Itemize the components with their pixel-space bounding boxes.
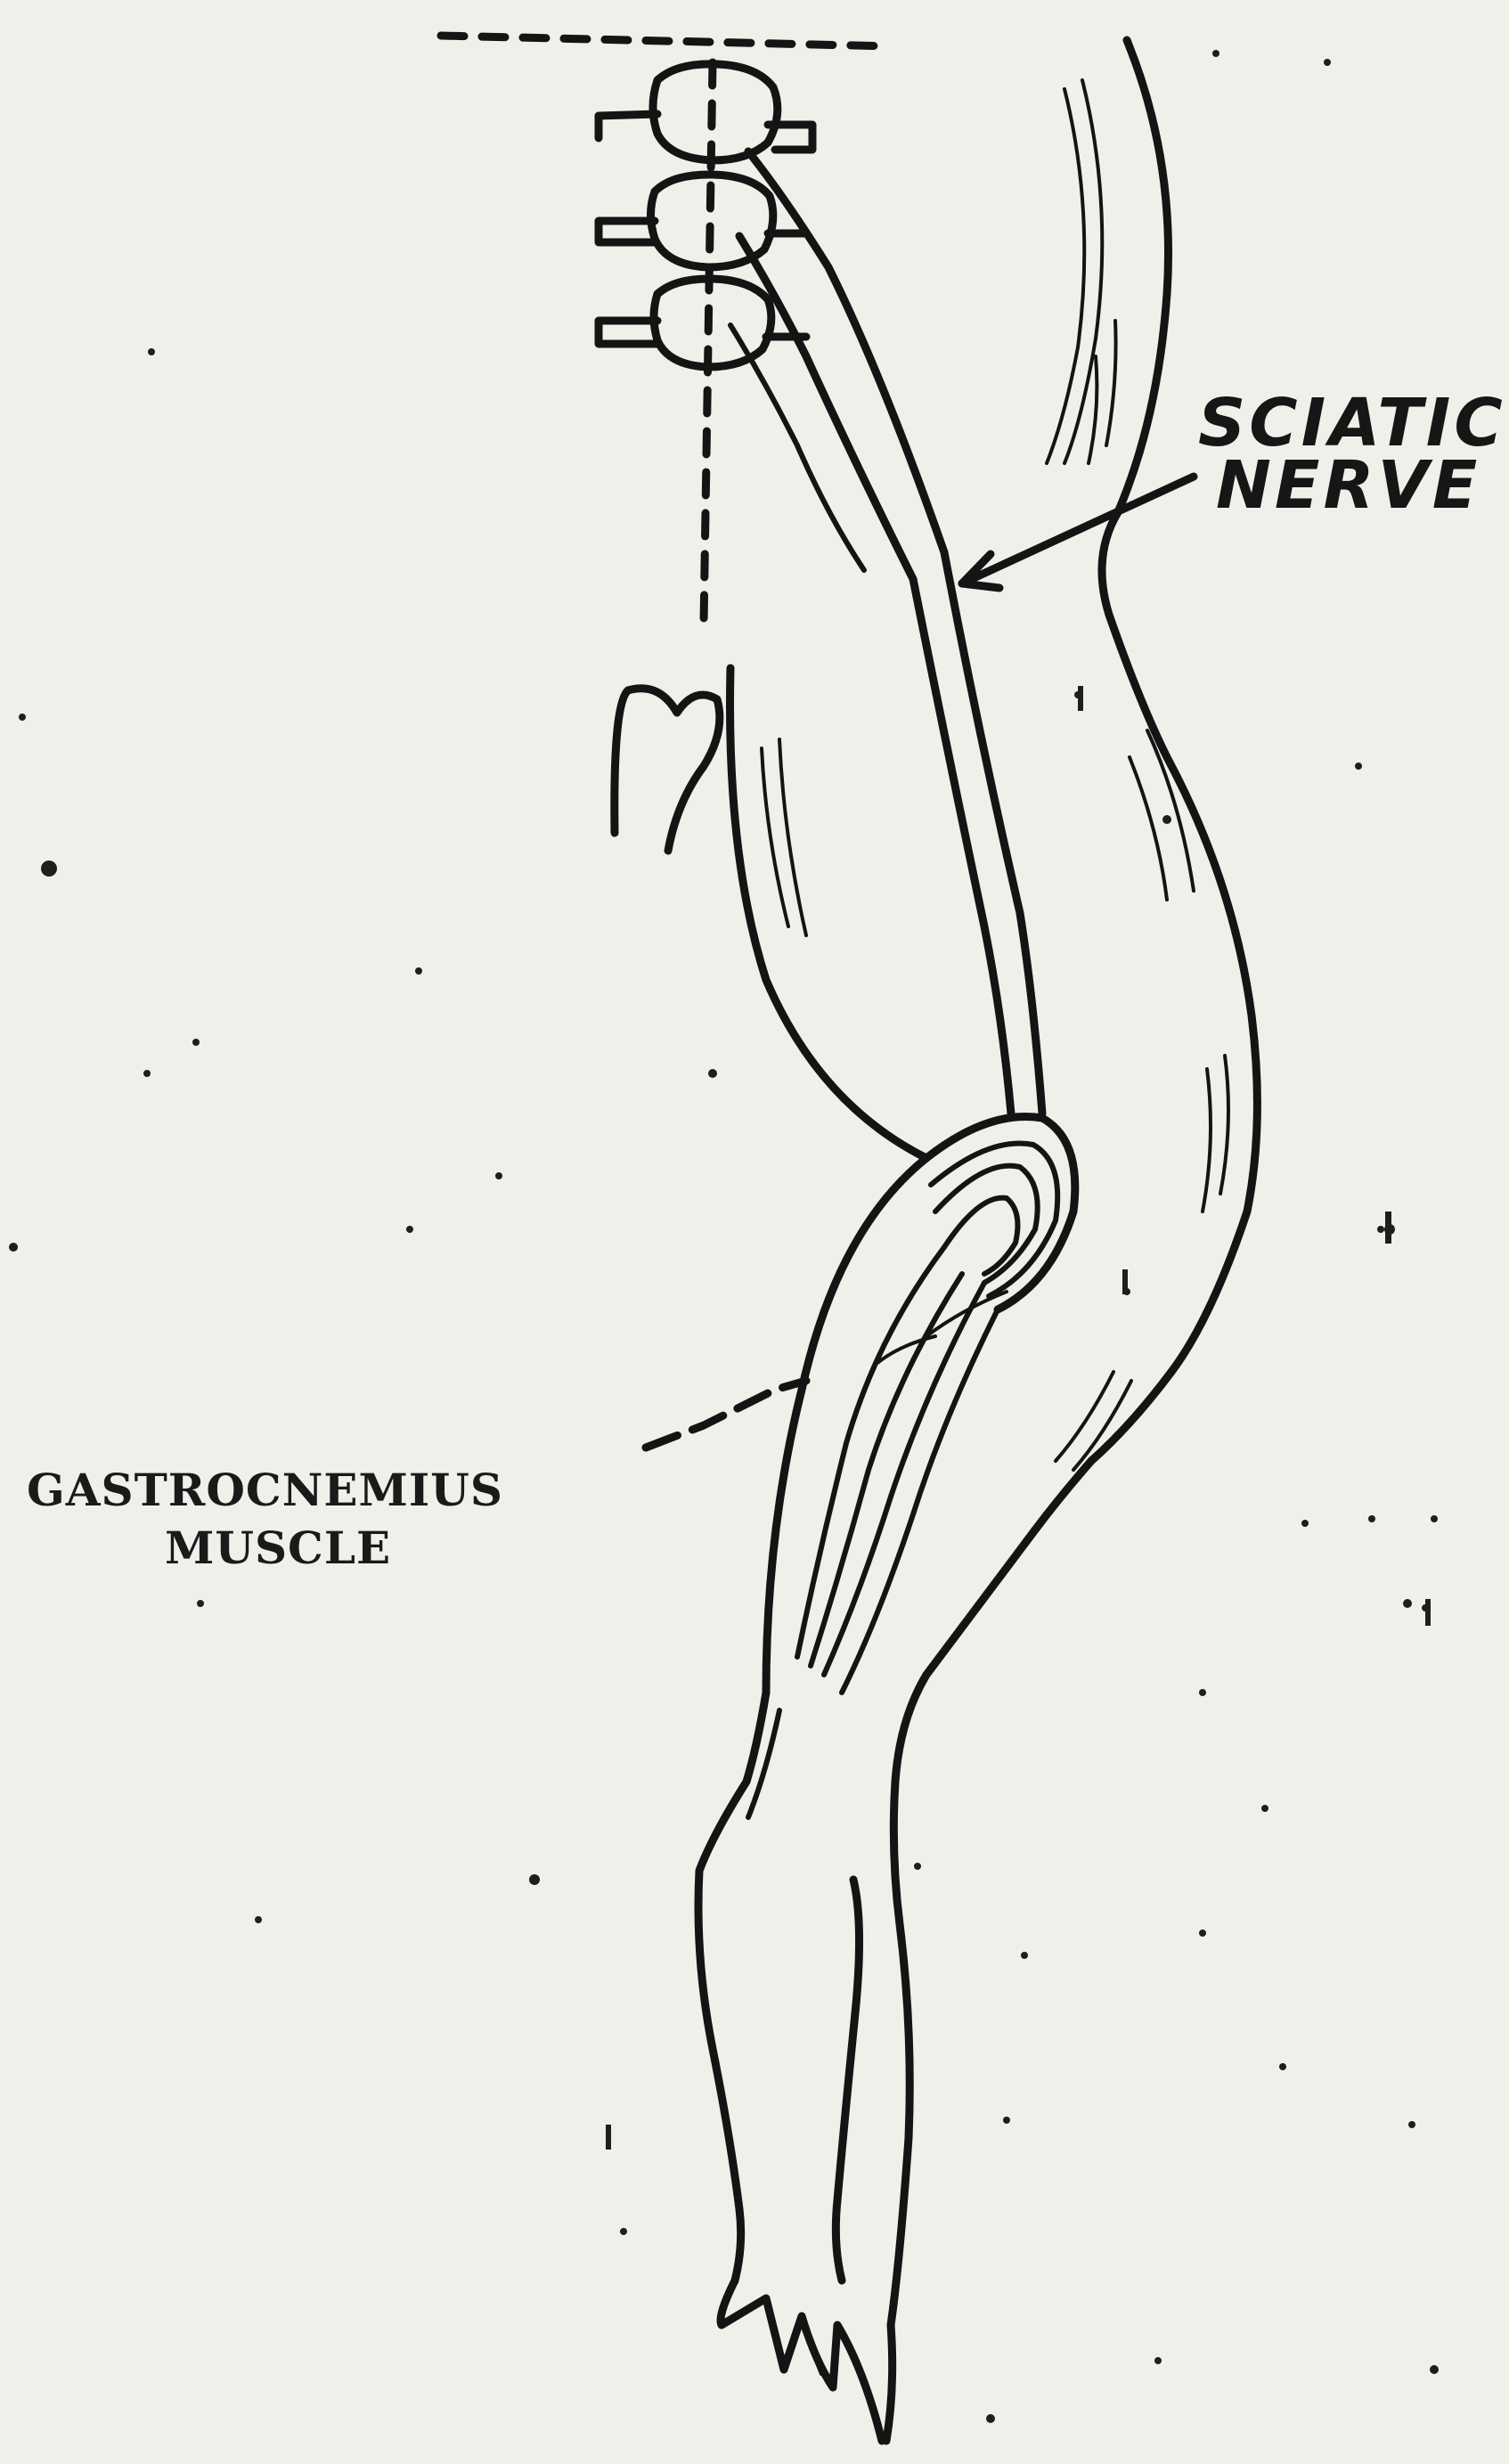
gastrocnemius-muscle xyxy=(766,1116,1075,1693)
sciatic-nerve-pointer xyxy=(962,477,1194,588)
sciatic-nerve xyxy=(730,151,1042,1114)
sciatic-label-line2: NERVE xyxy=(1216,447,1480,524)
lower-leg-and-foot xyxy=(698,1372,1171,2441)
gastrocnemius-leader-line xyxy=(646,1381,806,1448)
reference-dashed-line-vertical xyxy=(704,62,713,624)
reference-dashed-line-horizontal xyxy=(441,36,891,46)
pelvis-bone xyxy=(615,689,720,851)
gastrocnemius-label-line1: GASTROCNEMIUS xyxy=(27,1464,503,1516)
vertebra-1 xyxy=(599,64,812,160)
gastrocnemius-label-line2: MUSCLE xyxy=(165,1522,391,1574)
